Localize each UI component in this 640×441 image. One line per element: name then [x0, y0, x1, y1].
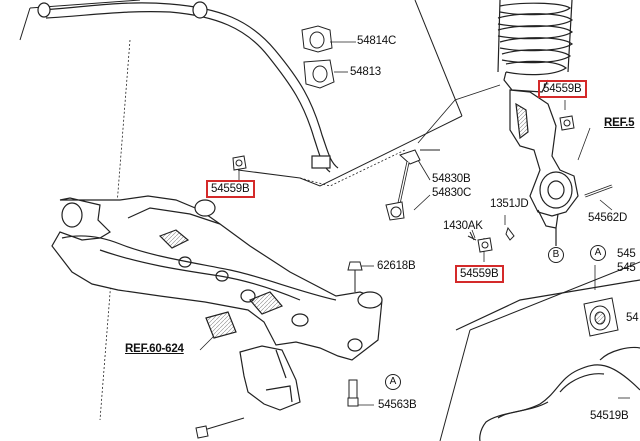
bushing-54814c	[301, 25, 333, 53]
bolt-1351jd	[505, 226, 515, 241]
bolt-54563b	[347, 379, 359, 407]
ref-label-5: REF.5	[604, 117, 635, 129]
lower-control-arm	[455, 279, 640, 441]
part-label-54830c: 54830C	[432, 187, 472, 199]
nut-54559b-right	[559, 115, 575, 131]
part-label-545-edge-1: 545	[617, 248, 636, 260]
part-label-54830b: 54830B	[432, 173, 471, 185]
part-label-545-edge-2: 545	[617, 262, 636, 274]
steering-knuckle	[509, 89, 613, 246]
part-label-54813: 54813	[350, 66, 381, 78]
marker-b-knuckle: B	[548, 247, 564, 263]
part-label-54562d: 54562D	[588, 212, 628, 224]
nut-54559b-left	[232, 155, 247, 171]
bolt-1430ak	[467, 231, 477, 241]
part-label-1430ak: 1430AK	[443, 220, 483, 232]
part-label-54814c: 54814C	[357, 35, 397, 47]
part-label-54559b-right: 54559B	[538, 80, 588, 98]
marker-a-right: A	[590, 245, 606, 261]
ref-label-60-624: REF.60-624	[125, 343, 184, 355]
part-label-54-edge: 54	[626, 312, 639, 324]
part-label-54559b-mid: 54559B	[455, 265, 505, 283]
part-label-54519b: 54519B	[590, 410, 629, 422]
bolt-62618b	[347, 261, 363, 292]
arm-outline	[439, 261, 640, 441]
part-label-62618b: 62618B	[377, 260, 416, 272]
nut-54559b-mid	[477, 237, 493, 253]
stabilizer-bar	[37, 1, 339, 173]
part-label-54559b-left: 54559B	[206, 180, 256, 198]
part-label-54563b: 54563B	[378, 399, 417, 411]
part-label-1351jd: 1351JD	[490, 198, 529, 210]
coil-spring	[497, 0, 574, 93]
stabilizer-bar-panel	[19, 0, 463, 187]
bolt-lower-left	[195, 417, 245, 439]
marker-a-bottom: A	[385, 374, 401, 390]
bushing-54813	[303, 59, 335, 89]
stabilizer-link	[385, 149, 440, 221]
arm-bushing	[583, 297, 619, 337]
subframe	[51, 195, 383, 411]
